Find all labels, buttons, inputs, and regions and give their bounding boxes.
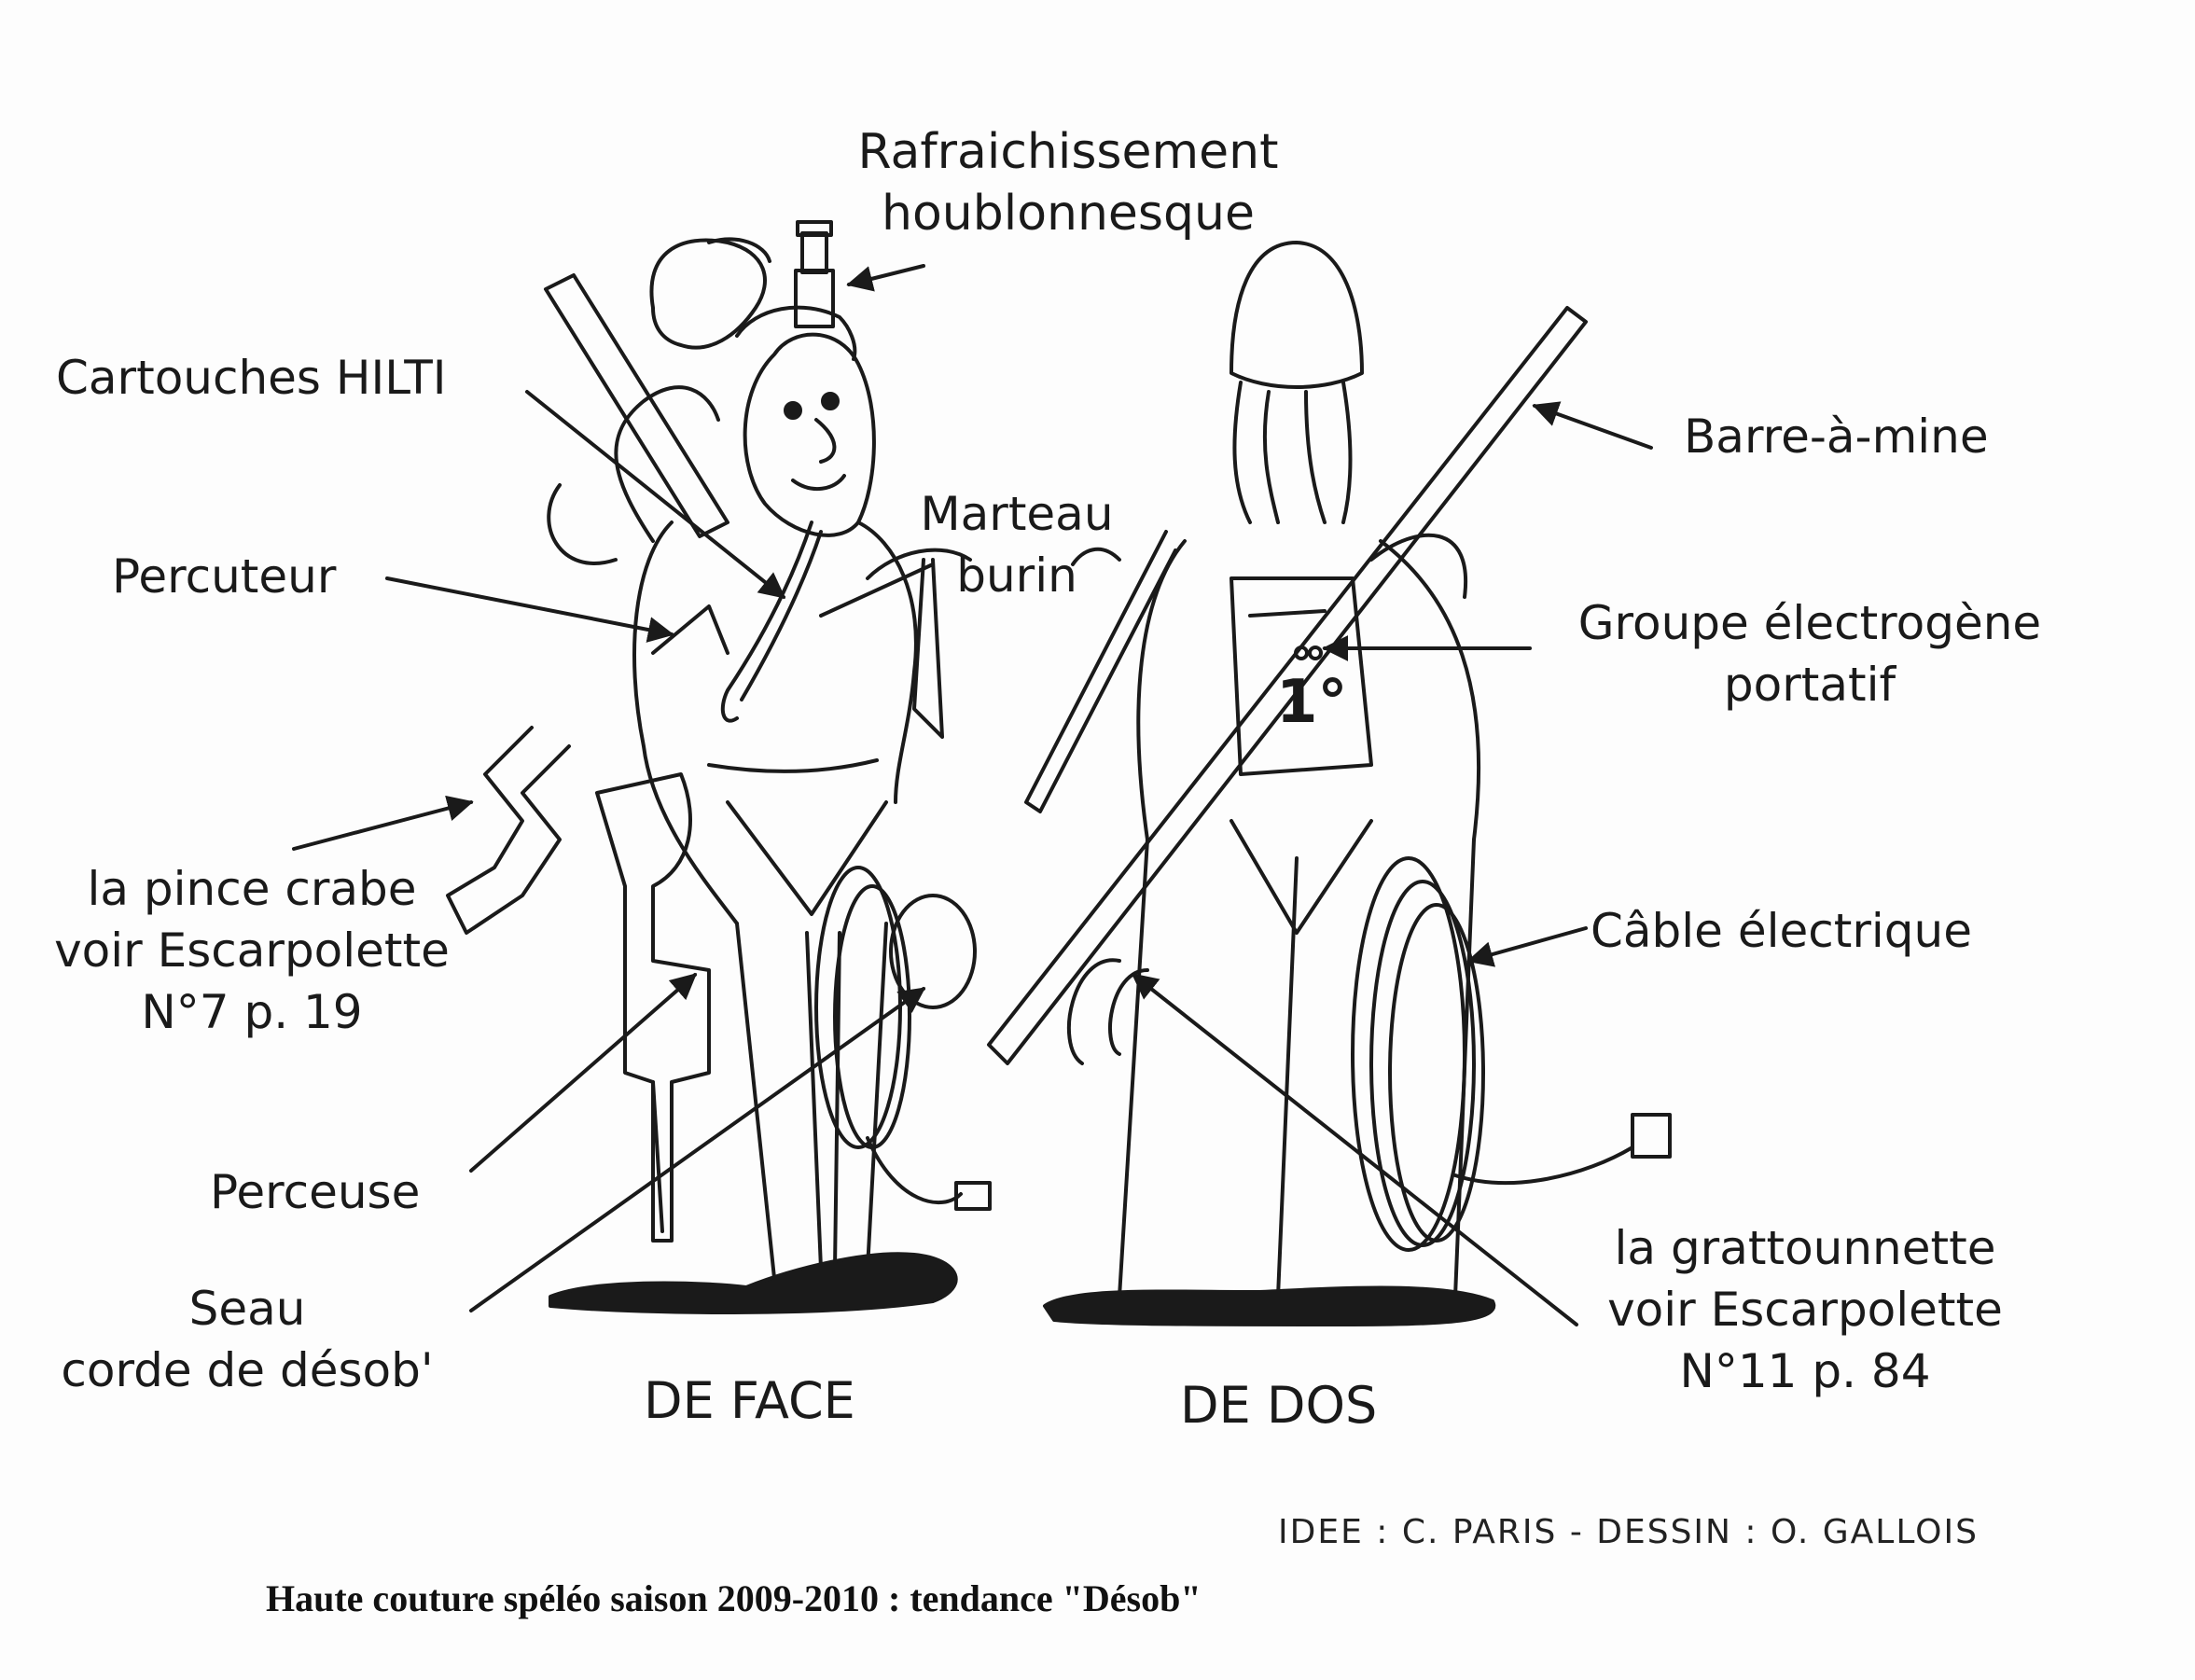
hilti-bandolier [720,521,813,723]
label-marteau: Marteau burin [896,483,1138,606]
crab-pliers [446,726,571,935]
arrow-rafraichissement [846,264,925,292]
credit-line: IDEE : C. PARIS - DESSIN : O. GALLOIS [1278,1513,1979,1551]
label-pince-line3: N°7 p. 19 [141,985,363,1039]
view-title-back: DE DOS [1180,1376,1378,1435]
label-marteau-line2: burin [956,548,1077,603]
arrow-cable [1466,926,1588,967]
label-barre: Barre-à-mine [1684,406,1989,467]
label-groupe-line2: portatif [1723,658,1896,712]
label-marteau-line1: Marteau [920,487,1114,541]
arrow-seau [469,987,926,1312]
label-pince-line1: la pince crabe [87,862,417,916]
electric-cable-coil [1351,533,1672,1252]
arrow-percuteur [385,576,674,643]
label-seau-line1: Seau [188,1282,306,1336]
drill [595,772,711,1243]
label-barre-line1: Barre-à-mine [1684,410,1989,464]
label-groupe: Groupe électrogène portatif [1549,592,2071,715]
label-pince: la pince crabe voir Escarpolette N°7 p. … [19,858,485,1043]
label-percuteur-line1: Percuteur [112,549,337,604]
arrow-grattounnette [1131,973,1578,1326]
arrow-cartouches [525,390,786,599]
front-helmet [649,238,767,350]
back-helmet [1229,241,1364,389]
back-ground [1043,1285,1496,1326]
label-cable-line1: Câble électrique [1591,904,1972,958]
label-grattounnette: la grattounnette voir Escarpolette N°11 … [1567,1217,2043,1402]
label-percuteur: Percuteur [112,546,336,607]
label-cartouches-line1: Cartouches HILTI [56,351,447,405]
label-rafraichissement-line1: Rafraichissement [857,124,1279,180]
label-perceuse: Perceuse [210,1161,420,1223]
front-ground [549,1252,958,1314]
label-seau-line2: corde de désob' [61,1343,434,1397]
line-marteau [819,562,935,618]
back-crowbar [987,306,1588,1065]
label-grattounnette-line3: N°11 p. 84 [1679,1344,1931,1398]
arrow-pince [292,795,474,851]
label-perceuse-line1: Perceuse [210,1165,421,1219]
beer-bottle [794,220,835,328]
arrow-perceuse [469,973,698,1173]
label-cartouches: Cartouches HILTI [56,347,446,409]
label-seau: Seau corde de désob' [28,1278,466,1401]
front-crowbar [544,273,729,538]
label-grattounnette-line1: la grattounnette [1614,1221,1996,1275]
label-grattounnette-line2: voir Escarpolette [1607,1283,2003,1337]
rope-coil [814,866,992,1211]
label-cable: Câble électrique [1591,900,1972,962]
hammer-chisel [912,558,944,739]
label-rafraichissement-line2: houblonnesque [882,186,1255,242]
front-head [743,332,876,537]
back-caver-figure [987,241,1672,1326]
caption: Haute couture spéléo saison 2009-2010 : … [266,1577,1202,1619]
backpack-mark: 1° [1276,668,1348,737]
annotation-arrows [292,264,1653,1326]
annotation-lines [819,562,935,618]
view-title-front: DE FACE [644,1371,855,1430]
label-rafraichissement: Rafraichissement houblonnesque [821,121,1315,244]
front-caver-figure [446,220,992,1314]
arrow-barre [1532,401,1653,450]
label-pince-line2: voir Escarpolette [54,923,450,978]
label-groupe-line1: Groupe électrogène [1577,596,2042,650]
grattounnette-tool [1067,958,1149,1065]
